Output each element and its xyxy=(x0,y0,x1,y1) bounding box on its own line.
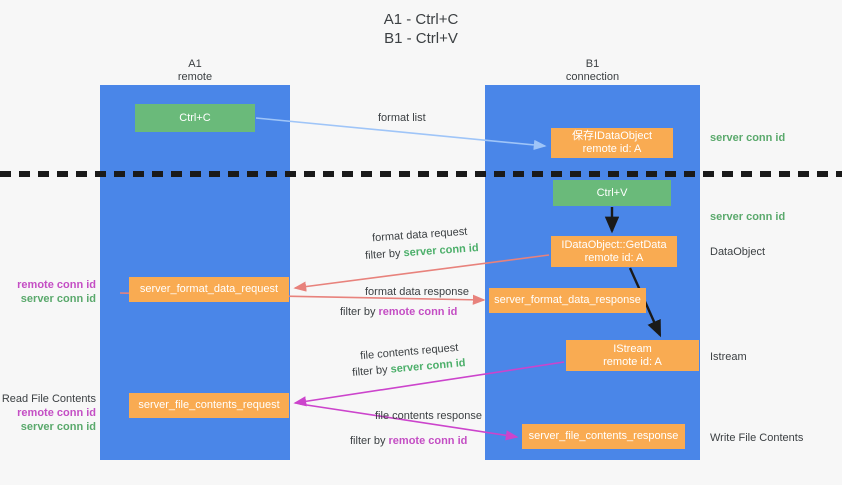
filter-by-text-2: filter by xyxy=(340,306,379,318)
server-conn-id-text-1: server conn id xyxy=(403,242,479,260)
filter-by-text-1: filter by xyxy=(364,247,404,262)
box-server-format-data-request[interactable]: server_format_data_request xyxy=(129,277,289,302)
box-save-idataobject[interactable]: 保存IDataObject remote id: A xyxy=(551,128,673,158)
label-dataobject: DataObject xyxy=(710,246,766,258)
left-label-read-file-contents: Read File Contents xyxy=(1,393,96,405)
box-idataobject-getdata[interactable]: IDataObject::GetData remote id: A xyxy=(551,236,677,267)
remote-conn-id-text-2: remote conn id xyxy=(388,435,468,447)
flow-label-filter-by-remote-conn-id-2: filter by remote conn id xyxy=(350,434,467,448)
label-write-file-contents: Write File Contents xyxy=(710,432,804,444)
box-server-file-contents-request[interactable]: server_file_contents_request xyxy=(129,393,289,418)
box-ctrl-c[interactable]: Ctrl+C xyxy=(135,104,255,132)
box-server-file-contents-response[interactable]: server_file_contents_response xyxy=(522,424,685,449)
box-ctrl-v[interactable]: Ctrl+V xyxy=(553,180,671,206)
flow-label-filter-by-remote-conn-id-1: filter by remote conn id xyxy=(340,305,457,319)
lane-header-b1: B1 connection xyxy=(565,58,620,83)
left-label-remote-conn-id-1: remote conn id xyxy=(17,279,96,291)
box-server-format-data-response[interactable]: server_format_data_response xyxy=(489,288,646,313)
label-istream: Istream xyxy=(710,351,747,363)
phase-divider xyxy=(0,171,842,177)
label-server-conn-id-1: server conn id xyxy=(710,132,786,144)
left-label-server-conn-id-2: server conn id xyxy=(20,421,96,433)
box-istream[interactable]: IStream remote id: A xyxy=(566,340,699,371)
left-label-server-conn-id-1: server conn id xyxy=(20,293,96,305)
flow-label-format-list: format list xyxy=(378,112,426,124)
flow-label-file-contents-response: file contents response xyxy=(375,410,483,422)
left-label-remote-conn-id-2: remote conn id xyxy=(17,407,96,419)
filter-by-text-3: filter by xyxy=(351,363,392,379)
remote-conn-id-text-1: remote conn id xyxy=(378,306,458,318)
lane-header-a1: A1 remote xyxy=(177,58,213,83)
filter-by-text-4: filter by xyxy=(350,435,389,447)
left-label-group-1: remote conn id server conn id xyxy=(0,278,96,306)
page-title: A1 - Ctrl+C B1 - Ctrl+V xyxy=(383,11,459,47)
label-server-conn-id-2: server conn id xyxy=(710,211,786,223)
left-label-group-2: Read File Contents remote conn id server… xyxy=(0,392,96,434)
flow-label-format-data-response: format data response xyxy=(365,286,469,298)
server-conn-id-text-2: server conn id xyxy=(390,357,467,376)
